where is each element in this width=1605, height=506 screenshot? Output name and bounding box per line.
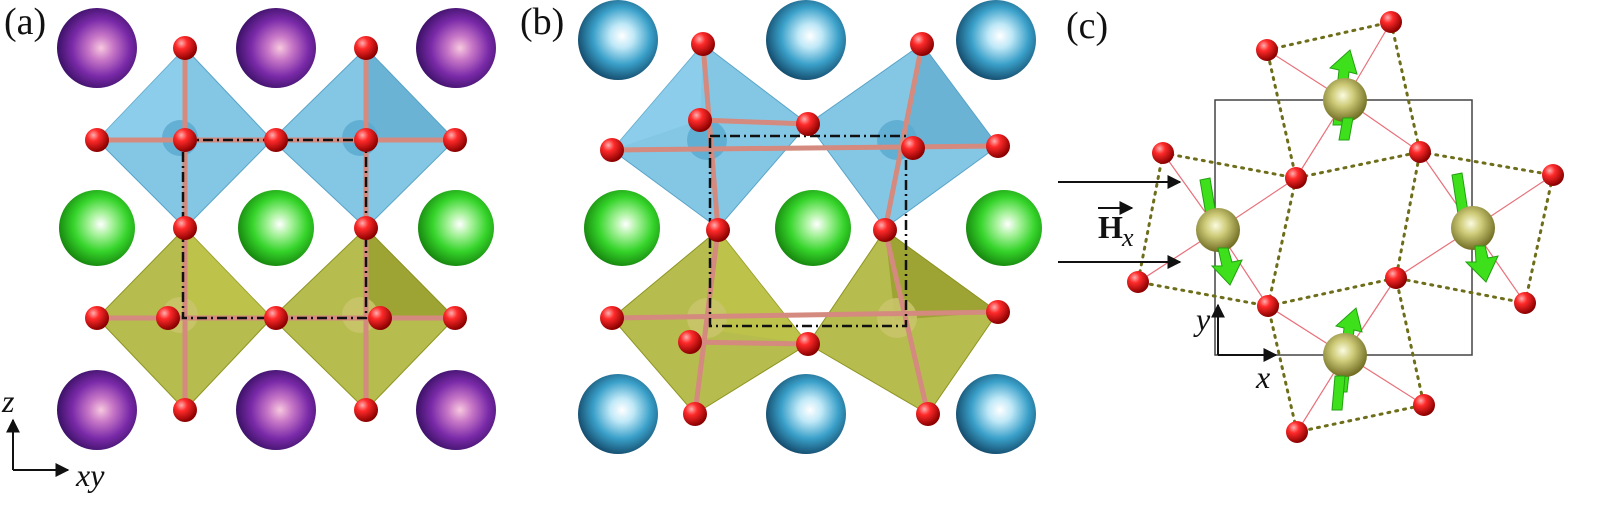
bonds-b [611,43,999,415]
a-site-ions-b [578,0,1042,454]
oxygen-ions-a [85,36,467,422]
field-symbol: H [1098,209,1123,245]
spin-arrow-down-icon [1210,247,1243,286]
axis-xy-label: xy [75,457,105,493]
axis-y-label: y [1193,301,1211,337]
b-site-ions-c [1196,49,1499,411]
axes-ab: z xy [1,383,105,493]
panel-a: (a) z xy [1,1,496,493]
panel-b-label: (b) [520,1,564,43]
panel-a-label: (a) [4,1,46,43]
oxygen-ions-b [600,32,1010,426]
oxygen-ions-c [1127,11,1564,443]
field-subscript: x [1121,223,1134,252]
field-arrows: H x [1058,175,1182,269]
a-site-ions-a [57,8,496,450]
panel-c-label: (c) [1066,5,1108,47]
unit-cell-b [708,134,908,328]
spin-arrow-down-icon [1464,245,1499,283]
panel-c: (c) [1058,5,1564,443]
panel-b: (b) [520,0,1042,454]
axis-z-label: z [1,383,15,419]
axes-c: y x [1193,301,1278,395]
axis-x-label: x [1255,359,1270,395]
